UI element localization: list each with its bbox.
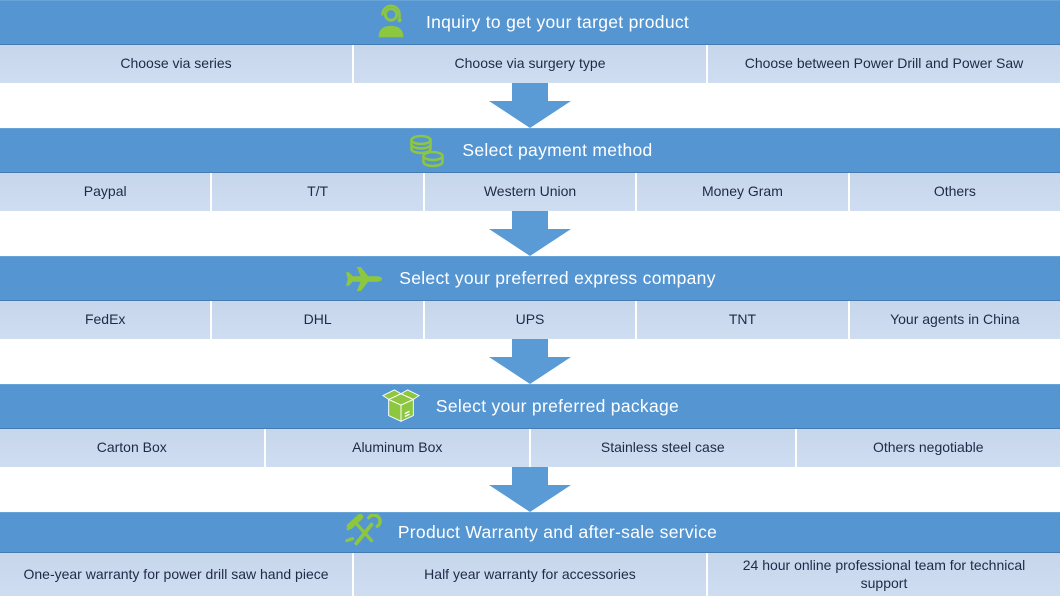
- step-section-warranty: Product Warranty and after-sale service …: [0, 512, 1060, 596]
- tools-icon: [343, 513, 383, 553]
- option-cell: Choose via series: [120, 55, 232, 72]
- flow-arrow: [0, 339, 1060, 384]
- step-options-row: Choose via series Choose via surgery typ…: [0, 45, 1060, 83]
- step-title: Select your preferred express company: [399, 268, 716, 288]
- option-cell: TNT: [635, 301, 847, 339]
- support-agent-icon: [371, 3, 411, 43]
- flow-arrow: [0, 211, 1060, 256]
- option-cell: Others: [847, 173, 1060, 211]
- step-title: Product Warranty and after-sale service: [397, 522, 718, 542]
- step-section-payment: Select payment method Paypal T/T Western…: [0, 128, 1060, 211]
- arrow-down-icon: [489, 211, 571, 256]
- option-cell: Choose via surgery type: [352, 45, 706, 83]
- option-cell: Choose between Power Drill and Power Saw: [706, 45, 1060, 83]
- option-cell: Your agents in China: [847, 301, 1060, 339]
- step-section-inquiry: Inquiry to get your target product Choos…: [0, 0, 1060, 83]
- option-cell: Aluminum Box: [263, 429, 530, 467]
- option-cell: DHL: [210, 301, 422, 339]
- arrow-down-icon: [489, 467, 571, 512]
- option-cell: Money Gram: [635, 173, 847, 211]
- step-section-package: Select your preferred package Carton Box…: [0, 384, 1060, 467]
- package-icon: [381, 387, 421, 427]
- option-cell: FedEx: [84, 311, 126, 328]
- step-header: Select your preferred express company: [0, 256, 1060, 301]
- coins-icon: [407, 131, 447, 171]
- option-cell: UPS: [422, 301, 635, 339]
- flow-arrow: [0, 83, 1060, 128]
- step-options-row: FedEx DHL UPS TNT Your agents in China: [0, 301, 1060, 339]
- option-cell: Carton Box: [96, 439, 167, 456]
- step-options-row: Carton Box Aluminum Box Stainless steel …: [0, 429, 1060, 467]
- step-title: Select your preferred package: [435, 396, 680, 416]
- flow-arrow: [0, 467, 1060, 512]
- option-cell: Others negotiable: [794, 429, 1060, 467]
- option-cell: Half year warranty for accessories: [352, 553, 706, 596]
- option-cell: Paypal: [83, 183, 127, 200]
- arrow-down-icon: [489, 339, 571, 384]
- step-title: Inquiry to get your target product: [425, 12, 690, 32]
- step-header: Select payment method: [0, 128, 1060, 173]
- option-cell: Western Union: [422, 173, 635, 211]
- arrow-down-icon: [489, 83, 571, 128]
- step-header: Inquiry to get your target product: [0, 0, 1060, 45]
- option-cell: One-year warranty for power drill saw ha…: [23, 565, 329, 582]
- airplane-icon: [344, 259, 384, 299]
- option-cell: T/T: [210, 173, 422, 211]
- step-header: Product Warranty and after-sale service: [0, 512, 1060, 553]
- step-options-row: One-year warranty for power drill saw ha…: [0, 553, 1060, 596]
- option-cell: Stainless steel case: [529, 429, 795, 467]
- option-cell: 24 hour online professional team for tec…: [706, 553, 1060, 596]
- step-section-express: Select your preferred express company Fe…: [0, 256, 1060, 339]
- step-header: Select your preferred package: [0, 384, 1060, 429]
- step-options-row: Paypal T/T Western Union Money Gram Othe…: [0, 173, 1060, 211]
- step-title: Select payment method: [462, 140, 653, 160]
